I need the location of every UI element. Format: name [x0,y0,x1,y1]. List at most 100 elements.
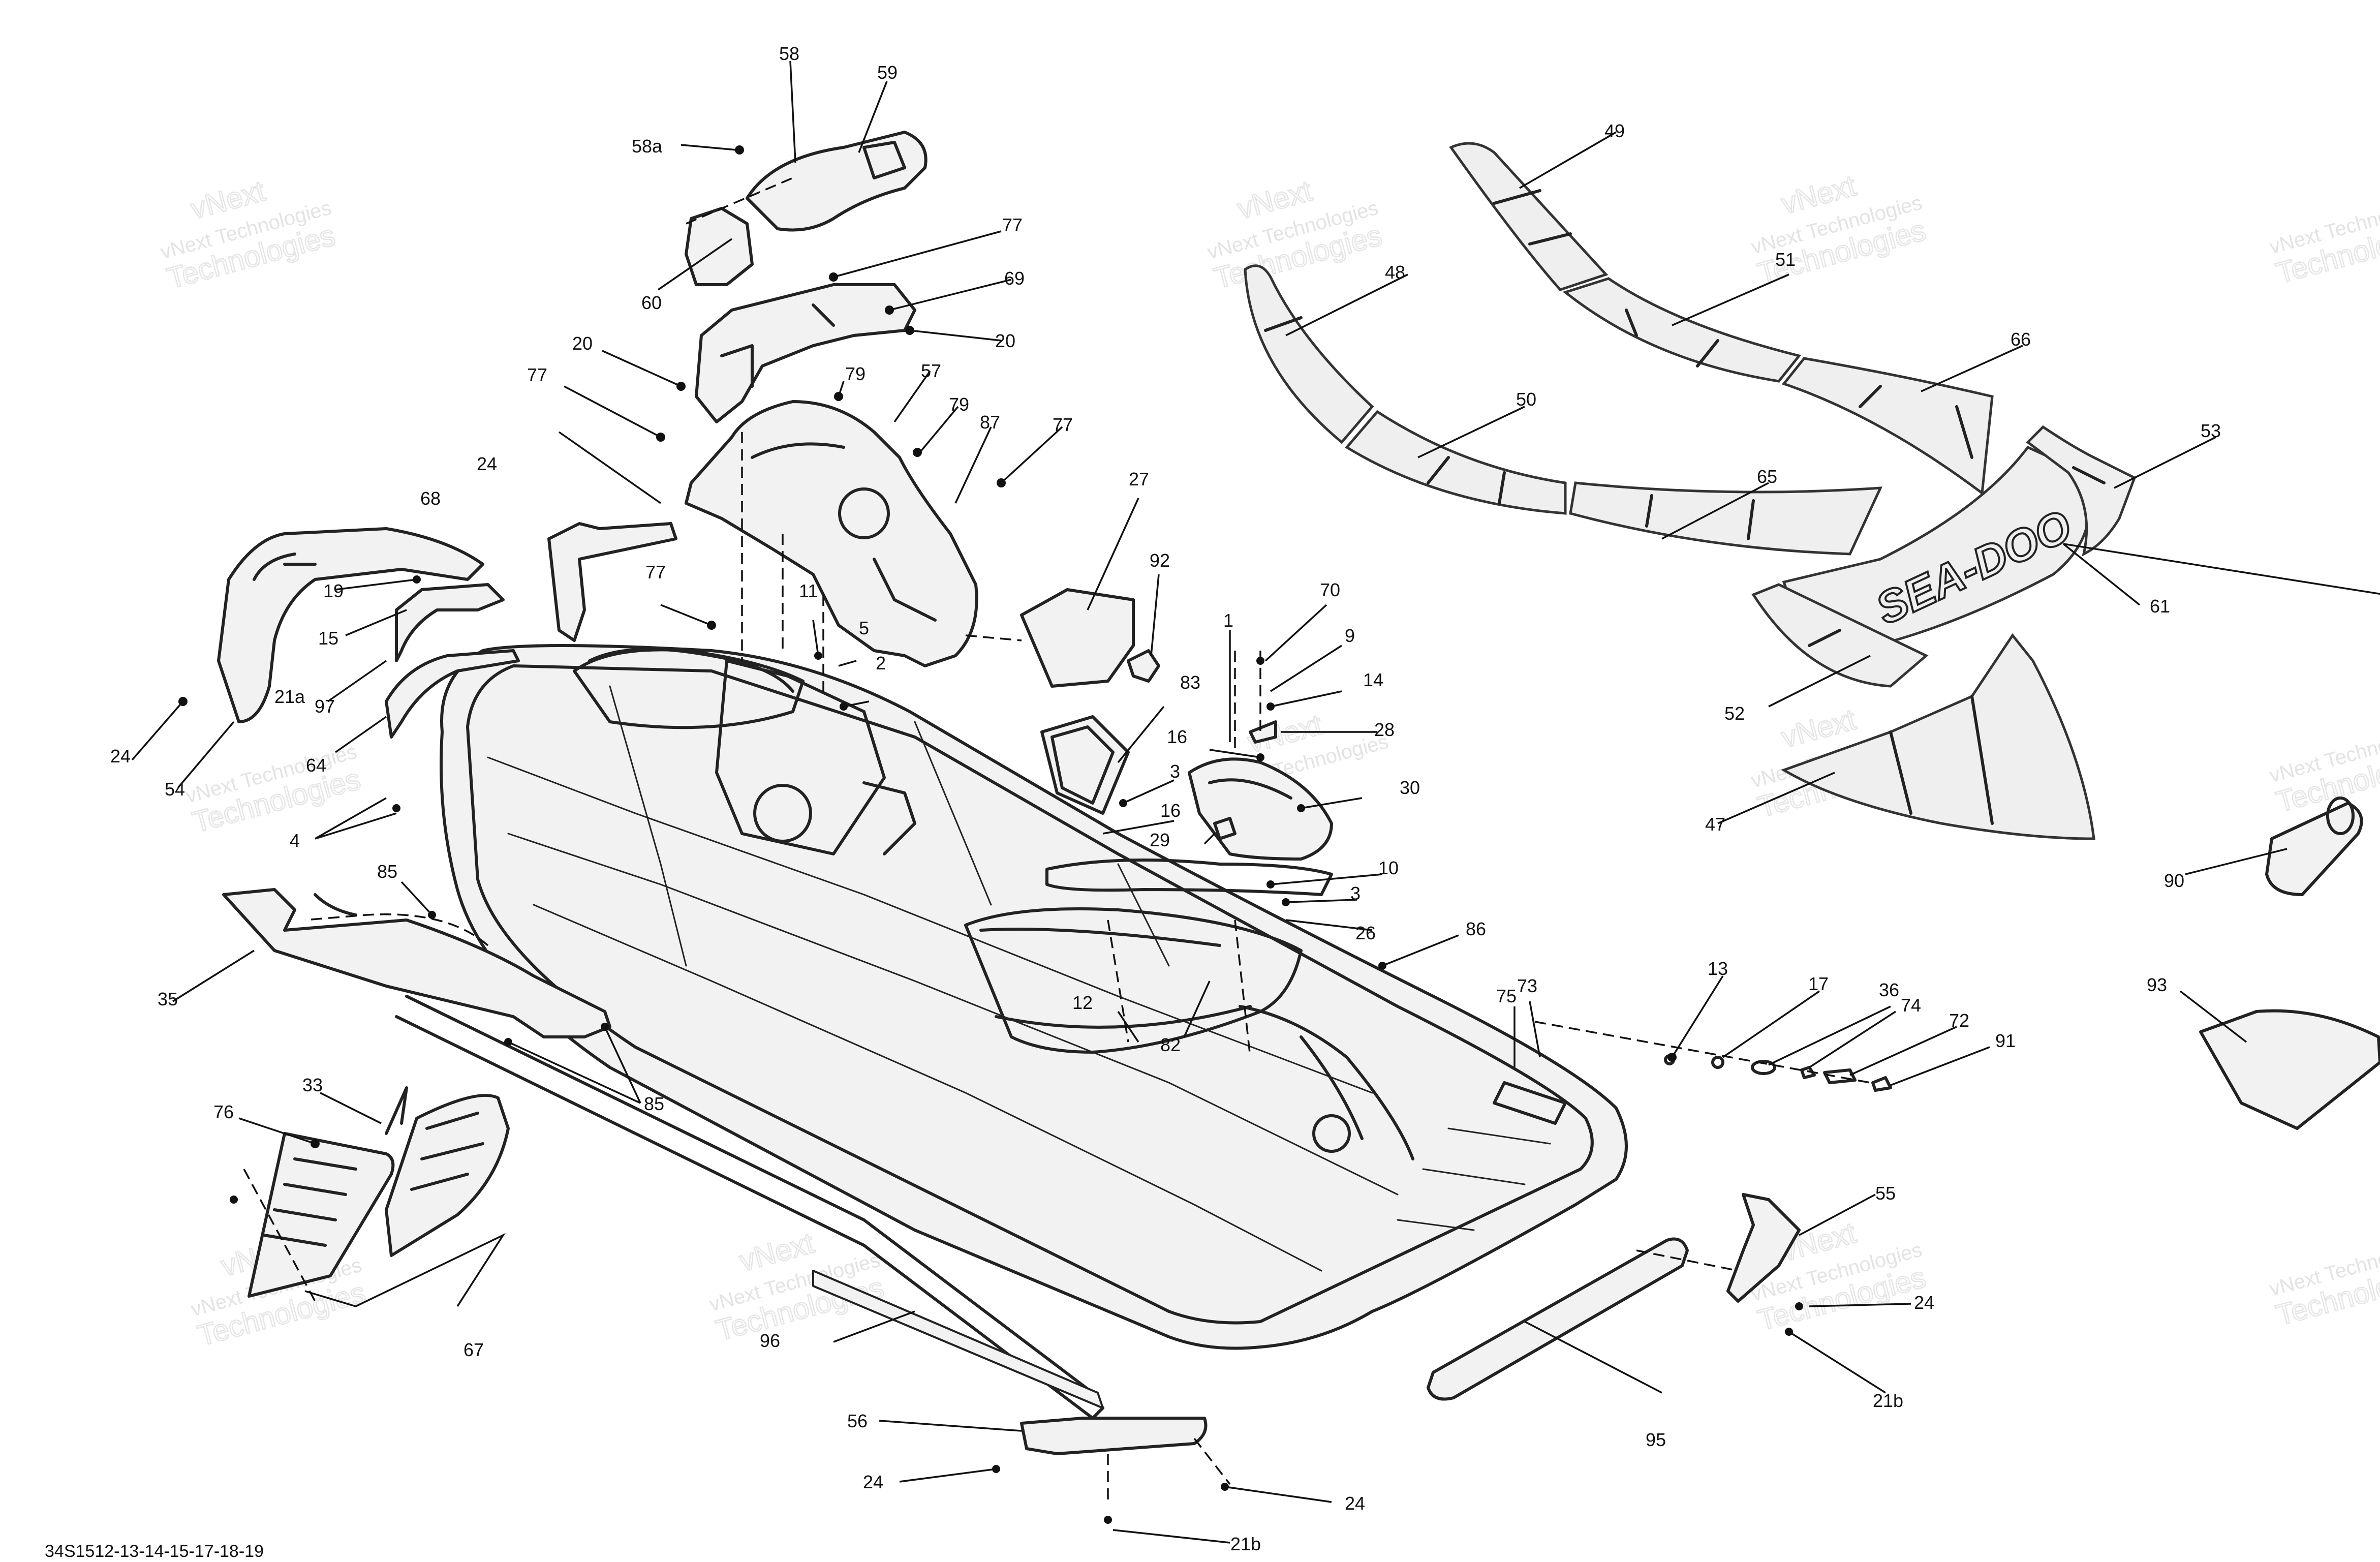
callout-65: 65 [1757,466,1777,487]
callout-51: 51 [1775,249,1796,270]
part-60 [685,207,754,286]
part-56 [1020,1417,1208,1455]
callout-20: 20 [572,333,593,354]
callout-9: 9 [1345,625,1355,646]
part-64 [385,649,520,739]
callout-76: 76 [213,1101,234,1122]
callout-58a: 58a [632,136,663,157]
callout-73: 73 [1517,975,1537,996]
callout-82: 82 [1160,1034,1181,1055]
callout-67: 67 [463,1339,484,1360]
callout-24: 24 [477,453,497,474]
part-55 [1726,1193,1801,1303]
callout-83: 83 [1180,672,1200,693]
callout-24: 24 [1345,1493,1365,1514]
part-27 [1020,588,1135,688]
callout-77: 77 [1002,215,1023,235]
callout-12: 12 [1072,992,1093,1013]
callout-90: 90 [2164,870,2184,891]
callout-21a: 21a [274,686,305,707]
callout-36: 36 [1879,979,1899,1000]
deck-mats: SEA-DOO [1244,142,2137,840]
part-67-right [385,1094,510,1257]
callout-54: 54 [165,779,185,800]
callout-55: 55 [1875,1183,1896,1204]
callout-74: 74 [1901,995,1921,1016]
callout-87: 87 [980,412,1000,433]
callout-26: 26 [1355,923,1376,943]
callout-69: 69 [1004,268,1025,289]
callout-64: 64 [306,755,326,776]
part-90 [2265,802,2363,896]
callout-92: 92 [1150,550,1170,571]
callout-49: 49 [1604,120,1625,141]
mat-53 [2026,425,2137,557]
callout-15: 15 [318,628,338,649]
callout-60: 60 [641,292,662,313]
mat-49 [1449,142,1609,291]
hull [222,644,1689,1420]
callout-5: 5 [859,618,869,638]
callout-86: 86 [1466,918,1486,939]
callout-77: 77 [1053,414,1073,435]
part-68 [547,522,677,642]
mat-48 [1244,264,1374,444]
callout-14: 14 [1363,669,1383,690]
callout-59: 59 [877,62,898,83]
callout-19: 19 [323,580,344,601]
callout-24: 24 [863,1472,883,1492]
part-69 [695,283,916,423]
callout-58: 58 [779,43,799,64]
console-parts [217,131,2380,1505]
callout-79: 79 [949,394,969,415]
part-95 [1427,1237,1689,1401]
part-30 [1188,757,1333,861]
callouts: 58 59 58a 60 77 69 20 20 79 57 79 87 77 … [110,43,2221,1554]
callout-4: 4 [290,830,300,851]
part-57 [685,400,978,667]
callout-96: 96 [760,1330,780,1351]
callout-33: 33 [302,1075,323,1095]
callout-85: 85 [377,861,397,882]
callout-2: 2 [876,653,886,673]
callout-56: 56 [847,1411,868,1431]
callout-79: 79 [845,363,866,384]
callout-27: 27 [1129,469,1149,489]
callout-95: 95 [1646,1429,1666,1450]
callout-20: 20 [995,330,1015,351]
callout-77: 77 [645,562,666,583]
callout-17: 17 [1808,973,1829,994]
callout-85: 85 [644,1093,664,1114]
callout-1: 1 [1223,610,1233,631]
callout-77: 77 [527,364,547,385]
leader-lines [131,60,2380,1544]
part-67-left [248,1132,395,1298]
callout-3: 3 [1350,883,1361,904]
callout-68: 68 [420,488,441,509]
mat-52 [1751,583,1929,688]
callout-48: 48 [1385,262,1405,283]
callout-29: 29 [1150,830,1170,850]
callout-28: 28 [1374,719,1395,740]
callout-10: 10 [1378,857,1399,878]
callout-52: 52 [1724,703,1745,724]
fastener-dots [178,145,1803,1524]
callout-24: 24 [110,746,131,767]
drawing-number: 34S1512-13-14-15-17-18-19 [45,1542,264,1561]
callout-30: 30 [1400,777,1420,798]
callout-11: 11 [799,580,818,601]
mat-51 [1562,277,1802,383]
callout-13: 13 [1708,958,1728,979]
callout-72: 72 [1949,1010,1969,1031]
part-59 [746,131,928,232]
callout-21b: 21b [1230,1534,1261,1554]
callout-24: 24 [1914,1292,1934,1313]
mat-47 [1781,633,2095,840]
callout-47: 47 [1705,814,1725,835]
callout-66: 66 [2011,329,2031,350]
callout-70: 70 [1320,579,1340,600]
mat-50 [1345,410,1567,515]
part-35 [222,888,611,1038]
callout-57: 57 [921,360,941,381]
